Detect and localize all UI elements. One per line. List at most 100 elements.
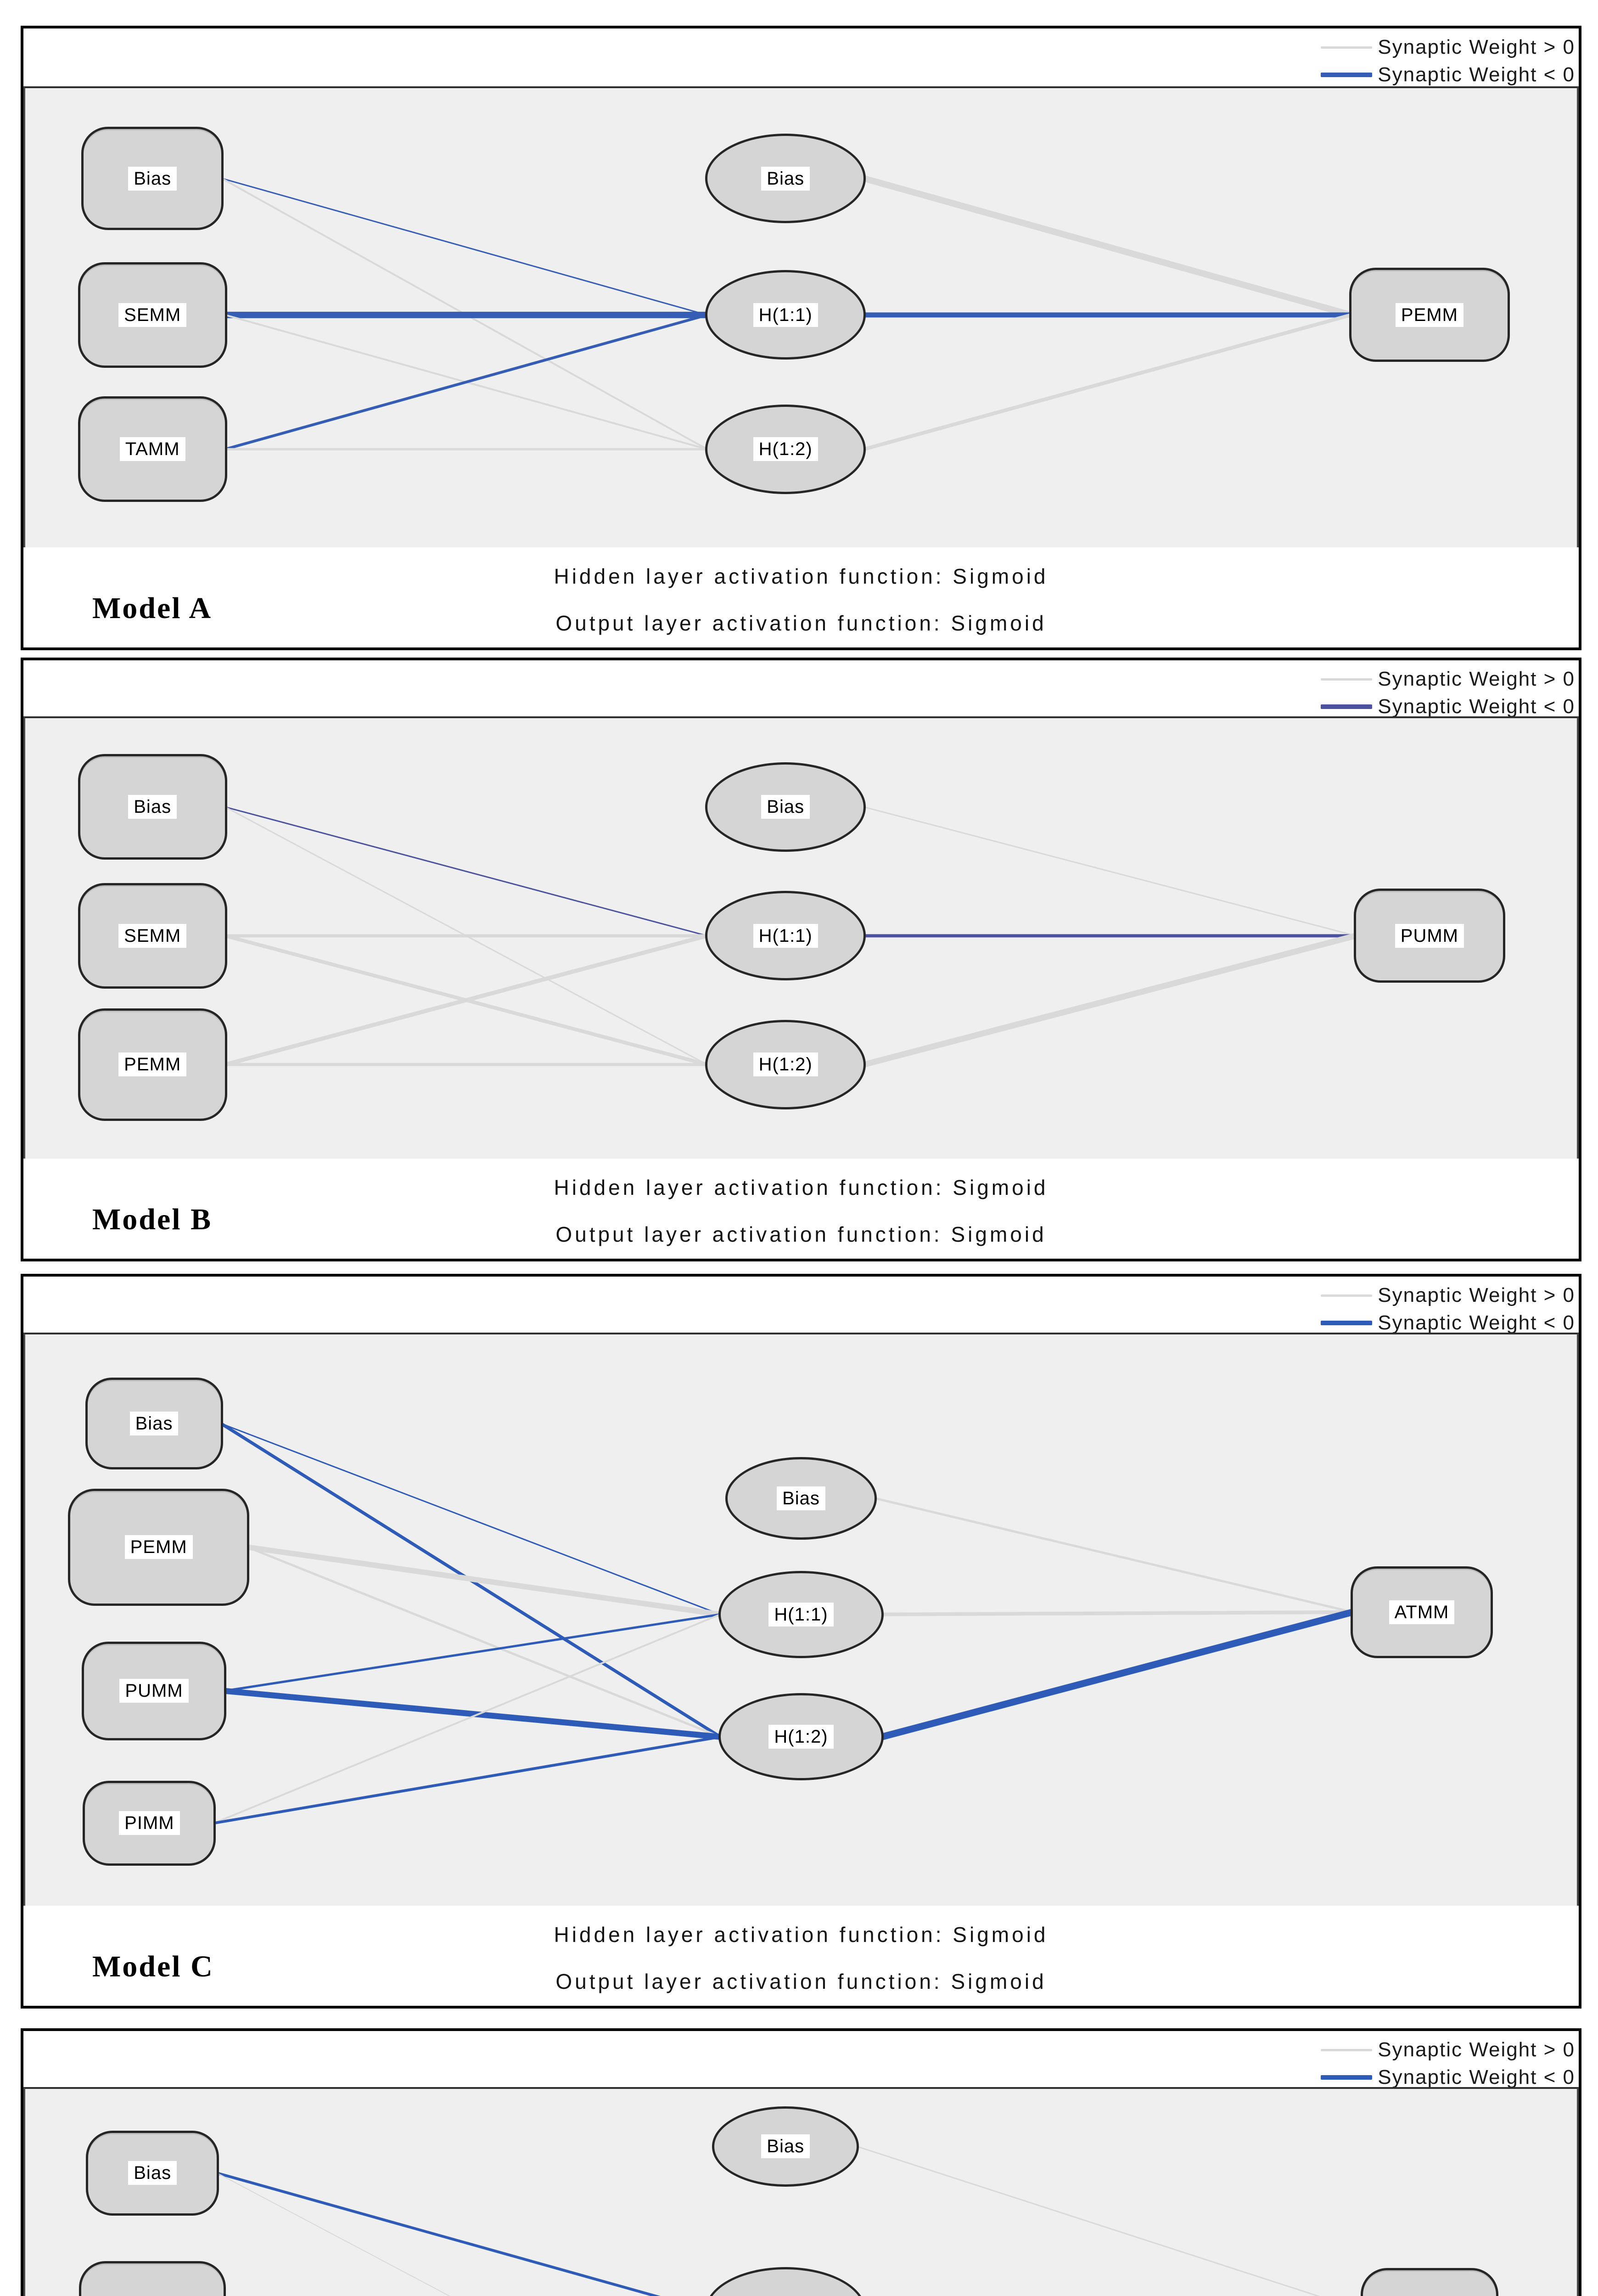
caption-area: Model B Hidden layer activation function:…: [23, 1159, 1579, 1259]
node-a-hidden-h12: H(1:2): [705, 404, 866, 494]
output-activation-caption: Output layer activation function: Sigmoi…: [555, 1222, 1047, 1246]
node-d-hidden-bias: Bias: [712, 2106, 859, 2187]
legend-negative-row: Synaptic Weight < 0: [1321, 2066, 1575, 2089]
legend-negative-label: Synaptic Weight < 0: [1378, 2066, 1575, 2088]
edge-in_pemm-h_11-positive: [247, 1544, 721, 1617]
positive-weight-line-icon: [1321, 46, 1373, 49]
edge-in_bias-h_11-negative: [221, 1423, 721, 1615]
positive-weight-line-icon: [1321, 1294, 1373, 1297]
positive-weight-line-icon: [1321, 678, 1373, 681]
node-b-input-pemm: PEMM: [78, 1008, 227, 1121]
edge-h_12-out_pemm-positive: [863, 313, 1351, 451]
node-c-hidden-h12: H(1:2): [718, 1693, 884, 1781]
negative-weight-line-icon: [1321, 704, 1373, 709]
node-b-hidden-bias: Bias: [705, 762, 866, 852]
legend-positive-row: Synaptic Weight > 0: [1321, 2038, 1575, 2061]
node-b-output-pumm: PUMM: [1353, 889, 1505, 983]
node-b-input-bias: Bias: [78, 754, 227, 860]
negative-weight-line-icon: [1321, 1321, 1373, 1325]
node-label: TAMM: [119, 437, 185, 461]
legend-positive-label: Synaptic Weight > 0: [1378, 1284, 1575, 1306]
edge-in_tamm-h_11-negative: [224, 314, 708, 451]
edges-layer: [224, 806, 1357, 1068]
edge-h_12-out_atmm-negative: [881, 1609, 1353, 1740]
node-a-hidden-h11: H(1:1): [705, 270, 866, 360]
node-c-input-bias: Bias: [85, 1378, 223, 1470]
node-label: Bias: [761, 795, 810, 819]
edge-h_bias-out_iumm-positive: [857, 2146, 1320, 2296]
node-c-hidden-h11: H(1:1): [718, 1570, 884, 1658]
node-label: PEMM: [118, 1052, 187, 1077]
hidden-activation-caption: Hidden layer activation function: Sigmoi…: [554, 564, 1049, 588]
positive-weight-line-icon: [1321, 2048, 1373, 2051]
node-a-output-pemm: PEMM: [1349, 268, 1510, 362]
caption-area: Model A Hidden layer activation function:…: [23, 547, 1579, 647]
model-label: Model A: [92, 591, 213, 625]
output-activation-caption: Output layer activation function: Sigmoi…: [555, 1970, 1047, 1993]
legend-positive-label: Synaptic Weight > 0: [1378, 668, 1575, 690]
edge-in_pimm-h_12-negative: [213, 1735, 721, 1825]
node-label: PIMM: [119, 1811, 180, 1835]
edge-in_bias-h_11-negative: [221, 178, 707, 316]
legend-negative-row: Synaptic Weight < 0: [1321, 63, 1575, 86]
node-label: Bias: [129, 1412, 179, 1436]
node-label: SEMM: [118, 303, 187, 327]
node-a-input-bias: Bias: [81, 127, 224, 231]
node-label: Bias: [128, 166, 177, 191]
network-diagram: BiasPIMMATMMBiasH(1:1)H(1:2)IUMM: [23, 2087, 1579, 2296]
edge-h_12-out_pumm-positive: [863, 933, 1357, 1068]
hidden-activation-caption: Hidden layer activation function: Sigmoi…: [554, 1923, 1049, 1947]
node-label: PUMM: [119, 1679, 189, 1703]
legend-negative-label: Synaptic Weight < 0: [1378, 1311, 1575, 1334]
edge-in_bias-h_12-positive: [217, 2172, 451, 2296]
node-c-input-pemm: PEMM: [68, 1488, 250, 1606]
node-a-hidden-bias: Bias: [705, 134, 866, 224]
legend-negative-row: Synaptic Weight < 0: [1321, 1311, 1575, 1334]
node-label: Bias: [761, 166, 810, 191]
negative-weight-line-icon: [1321, 2075, 1373, 2080]
edges-layer: [213, 1422, 1353, 1825]
edge-h_bias-out_pumm-positive: [863, 806, 1356, 937]
node-d-input-pimm: PIMM: [79, 2261, 226, 2296]
edge-in_bias-h_11-negative: [217, 2172, 661, 2296]
node-label: H(1:2): [768, 1725, 834, 1749]
edge-in_pumm-h_12-negative: [224, 1688, 721, 1740]
model-d-panel: Synaptic Weight > 0 Synaptic Weight < 0 Bi…: [21, 2028, 1581, 2296]
edges-layer: [217, 2146, 1320, 2296]
legend-positive-row: Synaptic Weight > 0: [1321, 36, 1575, 59]
legend-positive-label: Synaptic Weight > 0: [1378, 2038, 1575, 2061]
edge-in_bias-h_11-negative: [225, 806, 707, 937]
edge-in_pemm-h_11-positive: [224, 934, 708, 1067]
legend-positive-row: Synaptic Weight > 0: [1321, 668, 1575, 691]
node-b-hidden-h11: H(1:1): [705, 891, 866, 981]
node-label: H(1:2): [753, 1052, 818, 1077]
node-label: Bias: [128, 2161, 177, 2185]
node-b-input-semm: SEMM: [78, 883, 227, 989]
edge-in_pumm-h_11-negative: [224, 1613, 721, 1692]
node-c-output-atmm: ATMM: [1351, 1566, 1493, 1658]
node-label: H(1:1): [753, 303, 818, 327]
node-label: Bias: [777, 1486, 825, 1510]
hidden-activation-caption: Hidden layer activation function: Sigmoi…: [554, 1176, 1049, 1199]
node-b-hidden-h12: H(1:2): [705, 1019, 866, 1109]
node-a-input-semm: SEMM: [78, 262, 227, 368]
node-c-input-pimm: PIMM: [83, 1780, 216, 1866]
model-label: Model B: [92, 1203, 213, 1236]
legend-positive-label: Synaptic Weight > 0: [1378, 36, 1575, 58]
edge-in_pimm-h_11-positive: [213, 1613, 721, 1824]
legend-negative-label: Synaptic Weight < 0: [1378, 63, 1575, 86]
node-label: Bias: [128, 795, 177, 819]
edges-layer: [221, 175, 1352, 451]
output-activation-caption: Output layer activation function: Sigmoi…: [555, 611, 1047, 635]
node-label: Bias: [761, 2134, 810, 2159]
node-a-input-tamm: TAMM: [78, 396, 227, 502]
node-label: H(1:2): [753, 437, 818, 461]
legend: Synaptic Weight > 0 Synaptic Weight < 0: [1321, 36, 1575, 86]
